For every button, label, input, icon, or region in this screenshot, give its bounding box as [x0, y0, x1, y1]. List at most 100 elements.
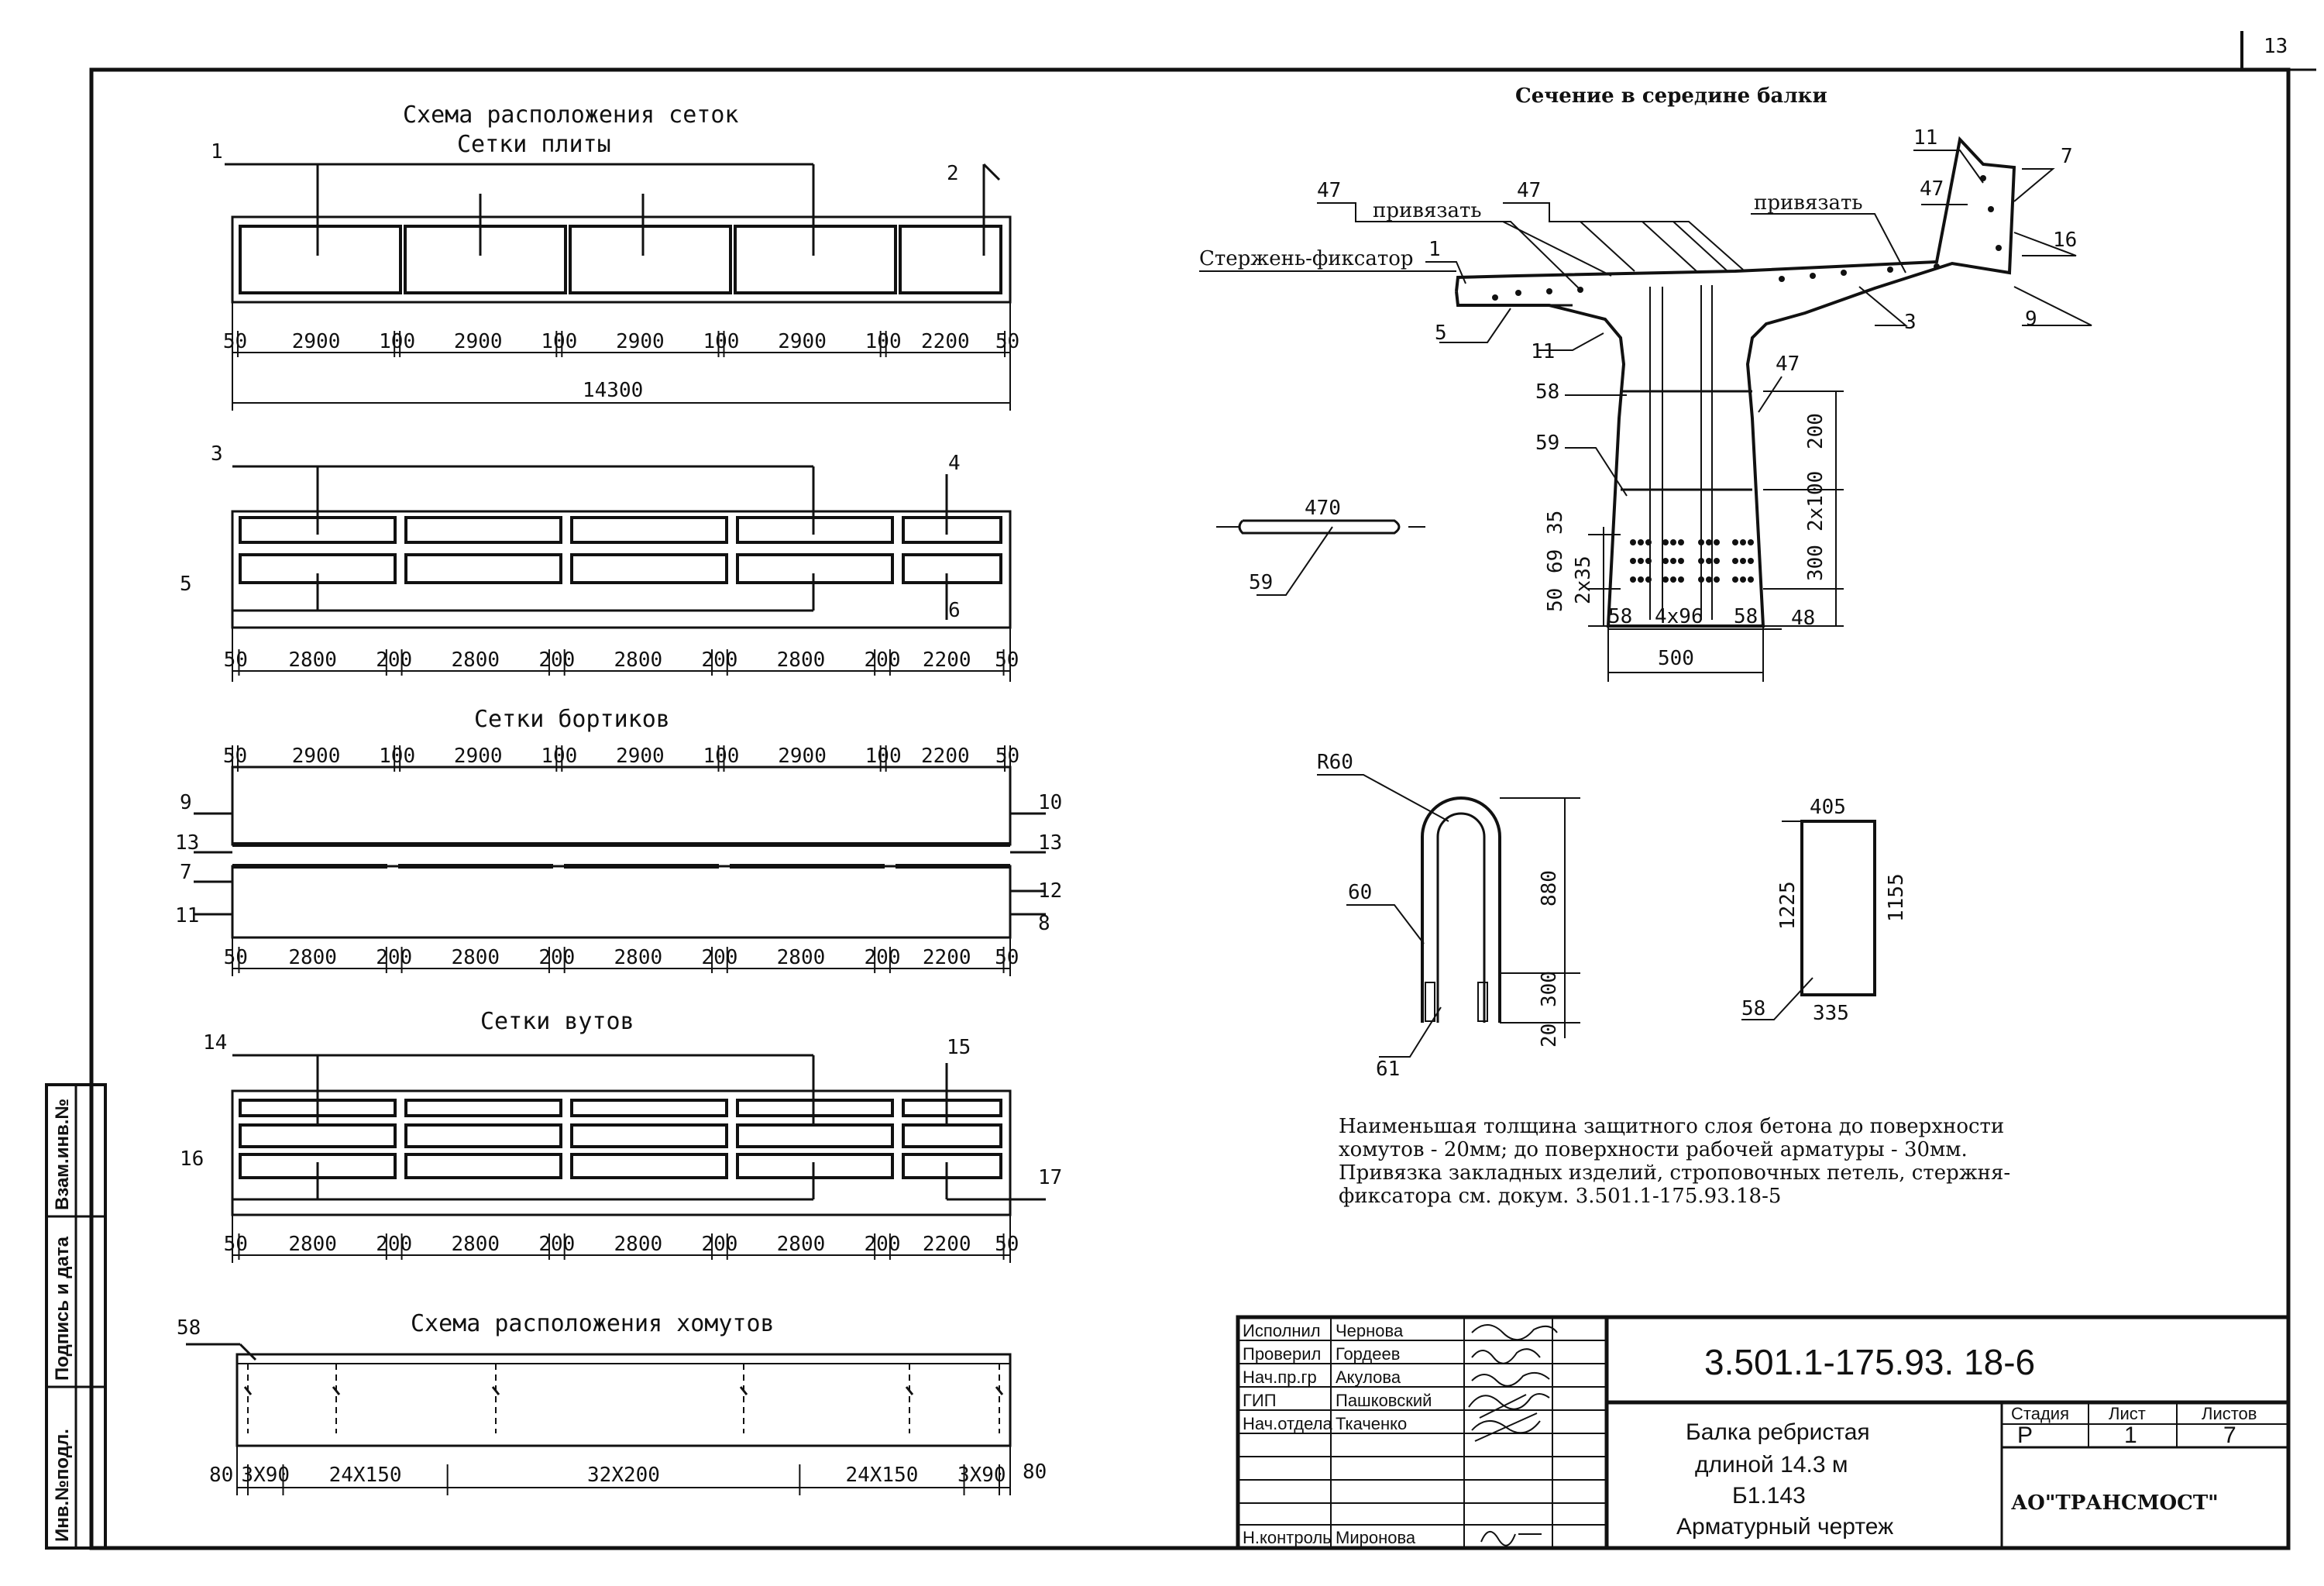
board-label-12: 12	[1038, 879, 1062, 903]
board-label-10: 10	[1038, 791, 1062, 814]
detail60-label-60: 60	[1348, 881, 1372, 904]
plate2-dim-1: 2800	[288, 649, 337, 672]
tb-role-2: Нач.пр.гр	[1243, 1368, 1317, 1387]
plate1-dim-0: 50	[223, 330, 247, 353]
board-dim-1: 2800	[288, 946, 337, 969]
section-label-58: 58	[1535, 380, 1559, 404]
detail60-dim-20: 20	[1538, 1024, 1561, 1048]
khomut-label-58: 58	[177, 1316, 201, 1340]
plate2-dim-7: 2800	[777, 649, 826, 672]
plate1-dim-3: 2900	[454, 330, 503, 353]
tb-name-1: Гордеев	[1336, 1344, 1400, 1364]
setki-scheme-title: Схема расположения сеток	[403, 101, 738, 129]
detail60-dim-880: 880	[1538, 870, 1561, 907]
plate-title: Сетки плиты	[457, 131, 611, 158]
plate2-dim-8: 200	[865, 649, 901, 672]
plate2-label-5: 5	[180, 573, 192, 596]
plate2-dim-2: 200	[376, 649, 412, 672]
plate2-label-6: 6	[948, 599, 961, 622]
note-line-3: Привязка закладных изделий, строповочных…	[1339, 1161, 2010, 1185]
plate1-dim-2: 100	[379, 330, 415, 353]
vut-label-16: 16	[180, 1147, 204, 1171]
tb-doc-code: 3.501.1-175.93. 18-6	[1704, 1342, 2035, 1382]
section-dim-2x35: 2x35	[1572, 556, 1595, 604]
tb-title-3: Б1.143	[1732, 1483, 1806, 1509]
plate2-dim-4: 200	[538, 649, 575, 672]
section-label-3: 3	[1904, 311, 1917, 334]
vut-dim-10: 50	[995, 1233, 1019, 1256]
khomut-dim-80-right: 80	[1023, 1460, 1047, 1484]
tb-org: АО"ТРАНСМОСТ"	[2011, 1491, 2219, 1515]
vut-dim-9: 2200	[923, 1233, 971, 1256]
board-dim-6: 200	[701, 946, 737, 969]
board-topdim-5: 2900	[616, 745, 665, 768]
detail58-left: 1225	[1776, 881, 1800, 930]
title-block: Исполнил Чернова Проверил Гордеев Нач.пр…	[1236, 1315, 2291, 1550]
detail58-bottom: 335	[1813, 1002, 1849, 1025]
board-topdim-7: 2900	[778, 745, 827, 768]
note-line-4: фиксатора см. докум. 3.501.1-175.93.18-5	[1339, 1185, 1781, 1208]
tb-name-0: Чернова	[1336, 1321, 1404, 1340]
vut-dim-6: 200	[701, 1233, 737, 1256]
board-title: Сетки бортиков	[474, 706, 670, 733]
plate2-dim-10: 50	[995, 649, 1019, 672]
detail60-r60: R60	[1317, 751, 1353, 774]
board-topdim-1: 2900	[292, 745, 341, 768]
detail-59: 470 59	[1216, 497, 1425, 596]
vut-label-14: 14	[203, 1031, 227, 1054]
section-dim-4x96: 4x96	[1655, 605, 1703, 628]
detail60-label-61: 61	[1376, 1058, 1400, 1081]
khomut-dim-4: 24X150	[845, 1464, 918, 1487]
vut-dim-7: 2800	[777, 1233, 826, 1256]
detail-58: 405 1225 1155 335 58	[1741, 796, 1908, 1025]
detail59-dim: 470	[1305, 497, 1341, 520]
tb-sheets: 7	[2223, 1423, 2236, 1448]
side-stamp-vzam: Взам.инв.№	[52, 1099, 73, 1210]
board-topdim-10: 50	[995, 745, 1019, 768]
section-dim-2x100: 2x100	[1804, 471, 1827, 532]
board-dim-8: 200	[865, 946, 901, 969]
board-topdim-9: 2200	[921, 745, 970, 768]
plate1-label-2: 2	[947, 162, 959, 185]
board-topdim-0: 50	[223, 745, 247, 768]
tb-name-2: Акулова	[1336, 1368, 1401, 1387]
tb-title-1: Балка ребристая	[1686, 1419, 1870, 1445]
board-dim-5: 2800	[614, 946, 663, 969]
plate1-dim-7: 2900	[778, 330, 827, 353]
section-dim-500: 500	[1658, 647, 1694, 670]
board-label-13-right: 13	[1038, 831, 1062, 855]
khomut-title: Схема расположения хомутов	[411, 1310, 775, 1337]
plate2-dim-5: 2800	[614, 649, 663, 672]
page-number: 13	[2264, 35, 2288, 58]
beam-section: 47 привязать 47 привязать 47 Стержень-фи…	[1199, 126, 2092, 682]
tb-stage-hdr: Стадия	[2011, 1404, 2069, 1423]
vut-dim-0: 50	[224, 1233, 248, 1256]
section-label-59: 59	[1535, 432, 1559, 455]
section-dim-200: 200	[1804, 413, 1827, 449]
section-label-47b: 47	[1517, 179, 1541, 202]
section-label-47d: 47	[1776, 353, 1800, 376]
tb-title-2: длиной 14.3 м	[1695, 1452, 1848, 1478]
board-dim-0: 50	[224, 946, 248, 969]
section-title: Сечение в середине балки	[1515, 84, 1827, 108]
detail58-right: 1155	[1885, 873, 1908, 922]
section-label-9: 9	[2025, 308, 2037, 331]
board-dim-7: 2800	[777, 946, 826, 969]
khomut-dim-3: 32X200	[587, 1464, 660, 1487]
tb-name-4: Ткаченко	[1336, 1414, 1407, 1433]
vut-dim-2: 200	[376, 1233, 412, 1256]
tb-sheet-hdr: Лист	[2109, 1404, 2146, 1423]
plate1-dim-5: 2900	[616, 330, 665, 353]
board-topdim-3: 2900	[454, 745, 503, 768]
tb-sheets-hdr: Листов	[2202, 1404, 2257, 1423]
section-label-fiksator: Стержень-фиксатор	[1199, 247, 1414, 270]
plate1-label-1: 1	[211, 140, 223, 163]
tb-name-5: Миронова	[1336, 1528, 1416, 1547]
section-label-1: 1	[1428, 238, 1441, 261]
plate1-total: 14300	[583, 379, 643, 402]
vut-title: Сетки вутов	[480, 1008, 634, 1035]
board-dim-3: 2800	[451, 946, 500, 969]
section-label-privyazat-1: привязать	[1373, 199, 1482, 222]
